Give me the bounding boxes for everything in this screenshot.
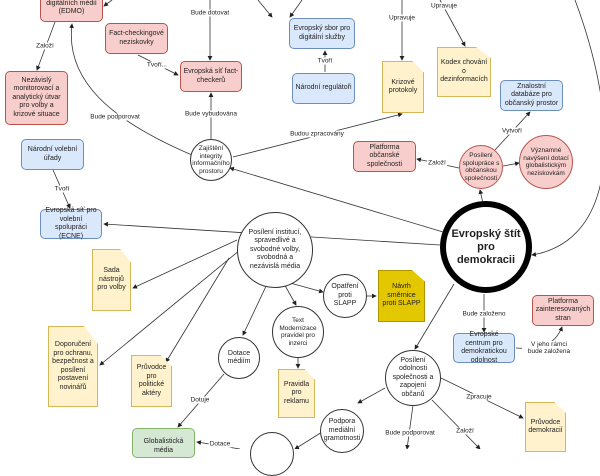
node-bottom-circle[interactable] bbox=[250, 432, 294, 476]
node-information-integrity[interactable]: Zajištění integrity informačního prostor… bbox=[190, 139, 232, 181]
node-ad-rules[interactable]: Pravidla pro reklamu bbox=[278, 369, 315, 418]
node-democracy-shield[interactable]: Evropský štít pro demokracii bbox=[440, 201, 532, 293]
node-institutions[interactable]: Posílení institucí, spravedlivé a svobod… bbox=[237, 212, 313, 288]
edge-label-dotace: Dotace bbox=[208, 440, 232, 448]
node-national-election-offices[interactable]: Národní volební úřady bbox=[21, 139, 84, 170]
edge-label-bude-vybudovana: Bude vybudována bbox=[183, 110, 239, 118]
edge-label-bude-zalozeno: Bude založeno bbox=[461, 310, 507, 318]
node-crisis-protocols[interactable]: Krizové protokoly bbox=[382, 61, 424, 113]
node-civil-society-platform[interactable]: Platforma občanské společnosti bbox=[353, 141, 416, 172]
edge-label-v-jeho-ramci: V jeho rámci bude založena bbox=[522, 341, 576, 355]
node-resilience-centre[interactable]: Evropské centrum pro demokratickou odoln… bbox=[453, 331, 515, 364]
node-ad-rules-modernization[interactable]: Text Modernizace pravidel pro inzerci bbox=[272, 306, 324, 358]
node-ngo-funding[interactable]: Významné navýšení dotací globalistickým … bbox=[519, 135, 573, 189]
node-democracy-guide[interactable]: Průvodce demokracií bbox=[525, 402, 566, 452]
node-slapp-measures[interactable]: Opatření proti SLAPP bbox=[323, 274, 367, 318]
node-civil-cooperation[interactable]: Posílení spolupráce s občanskou společno… bbox=[459, 145, 503, 189]
node-national-regulators[interactable]: Národní regulátoři bbox=[292, 73, 355, 104]
node-edmo[interactable]: digitálních médií (EDMO) bbox=[40, 0, 103, 22]
node-slapp-directive[interactable]: Návrh směrnice proti SLAPP bbox=[378, 270, 425, 322]
edge-label-zalozi: Založí bbox=[455, 427, 475, 435]
edge-label-upravuje: Upravuje bbox=[429, 2, 459, 10]
node-journalist-recommendations[interactable]: Doporučení pro ochranu, bezpečnost a pos… bbox=[48, 326, 98, 407]
node-fact-checking-ngos[interactable]: Fact-checkingové neziskovky bbox=[105, 23, 168, 54]
edge-label-bude-podporovat: Bude podporovat bbox=[89, 113, 141, 121]
node-media-literacy[interactable]: Podpora mediální gramotnosti bbox=[320, 409, 364, 453]
node-societal-resilience[interactable]: Posílení odolnosti společnosti a zapojen… bbox=[385, 350, 441, 406]
edge-label-zpracuje: Zpracuje bbox=[465, 393, 493, 401]
node-monitoring-unit[interactable]: Nezávislý monitorovací a analytický útva… bbox=[5, 71, 68, 125]
edge-label-tvori: Tvoří bbox=[53, 185, 71, 193]
node-stakeholder-platform[interactable]: Platforma zainteresovaných stran bbox=[532, 295, 594, 326]
node-media-subsidies[interactable]: Dotace médiím bbox=[218, 337, 260, 379]
edge-label-tvori: Tvoří... bbox=[145, 61, 169, 69]
edge-label-upravuje: Upravuje bbox=[387, 14, 417, 22]
edge-label-budou-zpracovany: Budou zpracovány bbox=[289, 130, 345, 138]
edge-label-bude-podporovat: Bude podporovat bbox=[384, 429, 436, 437]
edge-label-dotuje: Dotuje bbox=[189, 396, 211, 404]
node-political-actors-guide[interactable]: Průvodce pro politické aktéry bbox=[131, 355, 172, 407]
node-election-toolkit[interactable]: Sada nástrojů pro volby bbox=[92, 249, 131, 311]
node-ecne[interactable]: Evropská síť pro volební spolupráci (ECN… bbox=[40, 207, 102, 240]
node-digital-services-board[interactable]: Evropský sbor pro digitální služby bbox=[289, 18, 355, 49]
node-globalist-media[interactable]: Globalistická média bbox=[132, 428, 195, 458]
edge-label-bude-dotovat: Bude dotovat bbox=[189, 9, 231, 17]
node-fact-checker-network[interactable]: Evropská síť fact-checkerů bbox=[180, 61, 242, 92]
edge-label-zalozi: Založí bbox=[427, 159, 447, 167]
node-knowledge-database[interactable]: Znalostní databáze pro občanský prostor bbox=[500, 80, 563, 111]
edge-label-tvori: Tvoří bbox=[316, 57, 334, 65]
edge-label-vytvori: Vytvoří bbox=[501, 127, 523, 135]
node-code-of-conduct[interactable]: Kodex chování o dezinformacích bbox=[437, 47, 491, 97]
edge-label-zalozi: Založí bbox=[35, 42, 55, 50]
